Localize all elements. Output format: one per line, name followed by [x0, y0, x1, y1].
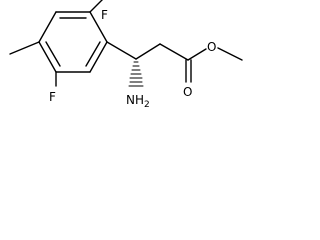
chemical-structure: F F NH2 O O [9, 0, 243, 110]
bond-ester-oxygen-to-methyl [217, 47, 243, 61]
fluorine-bottom-label: F [49, 90, 56, 104]
ring-double-bond-right [85, 41, 101, 67]
fluorine-top-label: F [101, 8, 108, 22]
ring-double-bond-left [45, 41, 61, 67]
ring-bond-top-right [89, 11, 108, 43]
hashed-wedge-bond [128, 61, 144, 87]
benzene-ring [38, 11, 108, 73]
bond-to-methyl [9, 41, 40, 55]
oxygen-carbonyl-label: O [183, 85, 192, 99]
bond-ring-to-stereocenter [106, 41, 137, 60]
bond-to-fluorine-top [89, 0, 103, 13]
bond-carbonyl-to-ester-oxygen [187, 48, 207, 61]
bond-ch2-to-carbonyl [159, 43, 189, 61]
oxygen-ester-label: O [207, 40, 216, 54]
ring-bond-bottom-right [89, 41, 108, 73]
bond-stereocenter-to-ch2 [135, 43, 161, 60]
ring-bond-bottom-left [38, 41, 57, 73]
amine-label: NH2 [126, 93, 150, 110]
amine-nh-text: NH [126, 93, 144, 107]
amine-subscript: 2 [144, 100, 150, 110]
ring-bond-top-left [38, 11, 57, 43]
